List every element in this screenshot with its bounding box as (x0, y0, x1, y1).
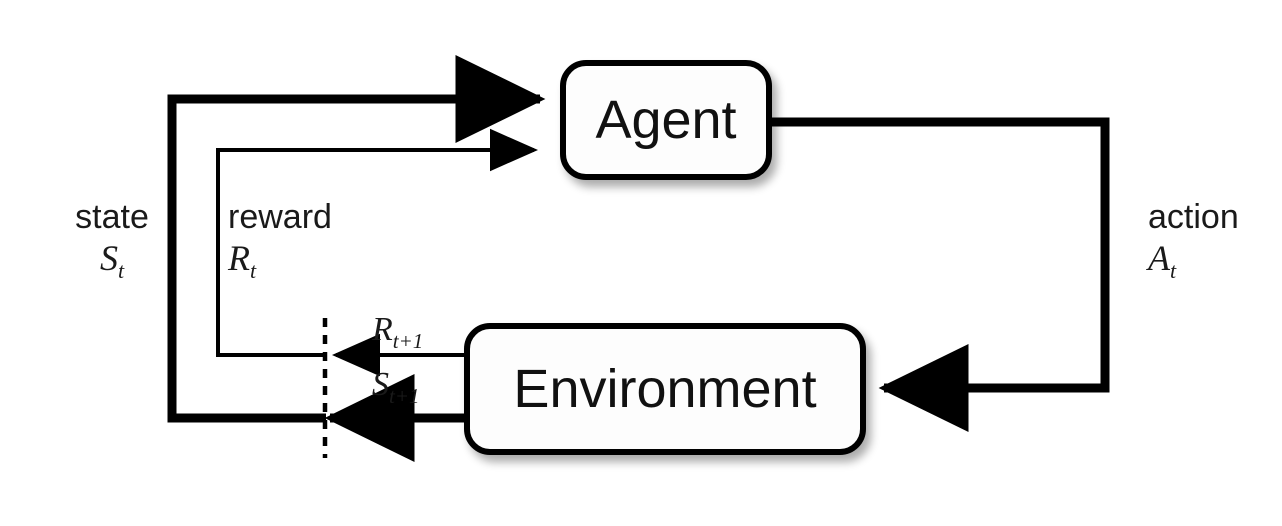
action-edge-label: action At (1148, 198, 1278, 285)
next-reward-sub: t+1 (392, 328, 424, 353)
state-symbol-sub: t (117, 257, 125, 283)
state-symbol-base: S (99, 237, 118, 278)
agent-node[interactable]: Agent (560, 60, 772, 180)
next-state-label: St+1 (372, 366, 420, 409)
edge-state-to-agent (167, 54, 546, 463)
action-symbol-base: A (1148, 237, 1170, 278)
reward-symbol-base: R (228, 237, 250, 278)
environment-node[interactable]: Environment (464, 323, 866, 455)
next-reward-label: Rt+1 (372, 311, 423, 354)
next-state-sub: t+1 (389, 383, 420, 408)
next-state-symbol: St+1 (372, 366, 420, 408)
edge-reward-to-agent (216, 128, 538, 377)
state-edge-label: state St (64, 198, 160, 285)
reward-symbol-sub: t (250, 257, 257, 283)
action-symbol-sub: t (1170, 257, 1177, 283)
agent-node-label: Agent (595, 90, 737, 150)
state-word: state (75, 198, 149, 236)
state-symbol: St (64, 236, 160, 285)
next-state-base: S (372, 366, 389, 403)
next-reward-symbol: Rt+1 (372, 311, 423, 353)
reward-edge-label: reward Rt (228, 198, 378, 285)
edge-action-to-environment (772, 117, 1110, 433)
next-reward-base: R (372, 311, 393, 348)
action-word: action (1148, 198, 1239, 236)
action-symbol: At (1148, 236, 1278, 285)
environment-node-label: Environment (513, 359, 817, 419)
reward-symbol: Rt (228, 236, 378, 285)
reward-word: reward (228, 198, 332, 236)
